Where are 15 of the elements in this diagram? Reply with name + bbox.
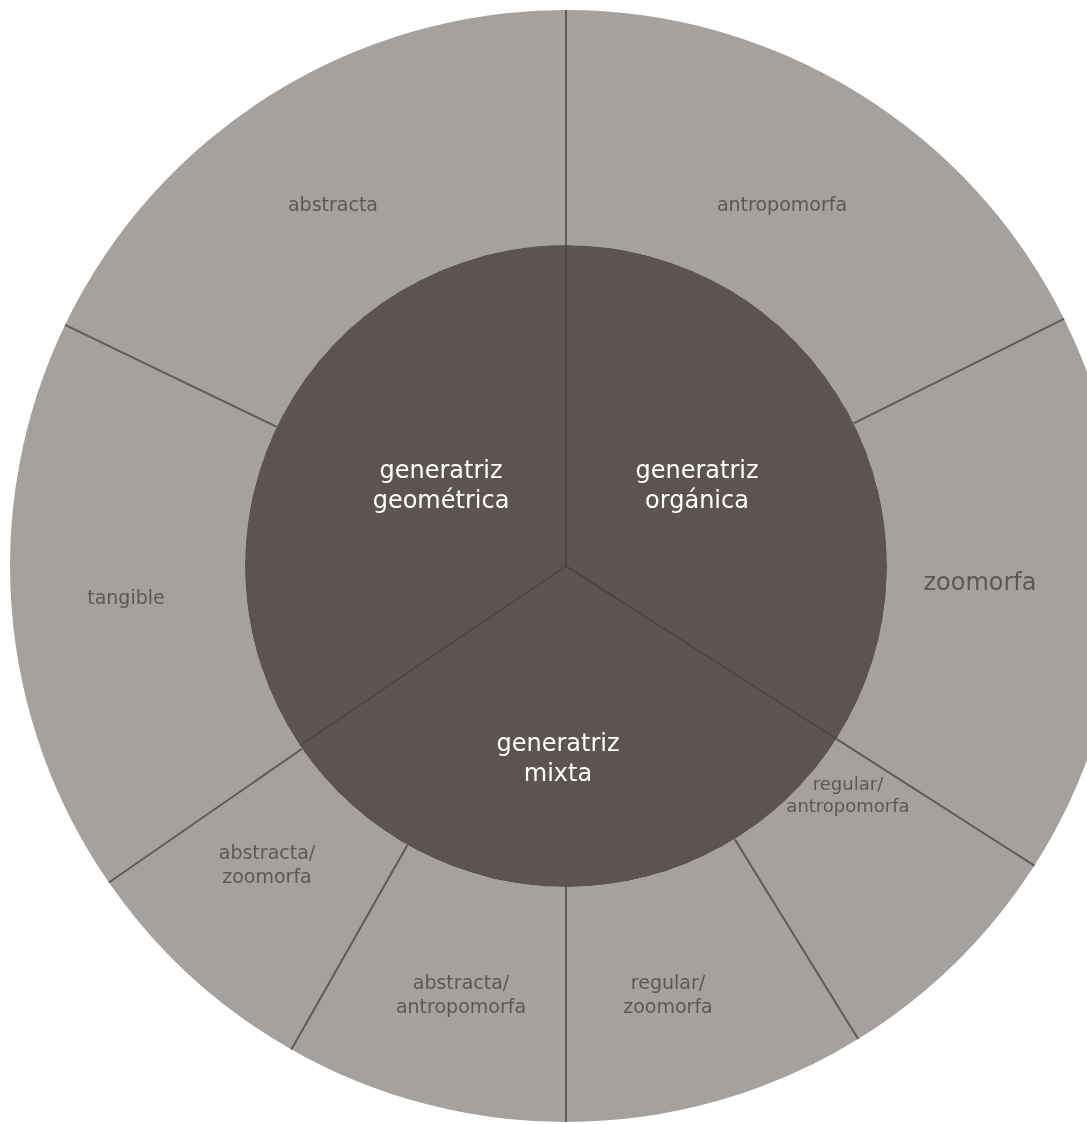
ring-segment: [734, 738, 1035, 1040]
ring-segment: [566, 10, 1064, 424]
segment-label: generatriz mixta: [495, 728, 621, 788]
segment-label: generatriz orgánica: [634, 455, 760, 515]
segment-label: regular/ antropomorfa: [785, 772, 911, 818]
segment-label: generatriz geométrica: [371, 455, 511, 515]
ring-segment: [566, 839, 859, 1122]
segment-label: abstracta/ antropomorfa: [394, 971, 528, 1019]
segment-label: zoomorfa: [923, 567, 1037, 597]
segment-label: tangible: [87, 586, 165, 610]
segment-label: antropomorfa: [716, 193, 848, 217]
segment-label: abstracta: [287, 193, 378, 217]
ring-segment: [65, 10, 566, 427]
segment-label: abstracta/ zoomorfa: [217, 841, 317, 889]
segment-label: regular/ zoomorfa: [622, 971, 714, 1019]
